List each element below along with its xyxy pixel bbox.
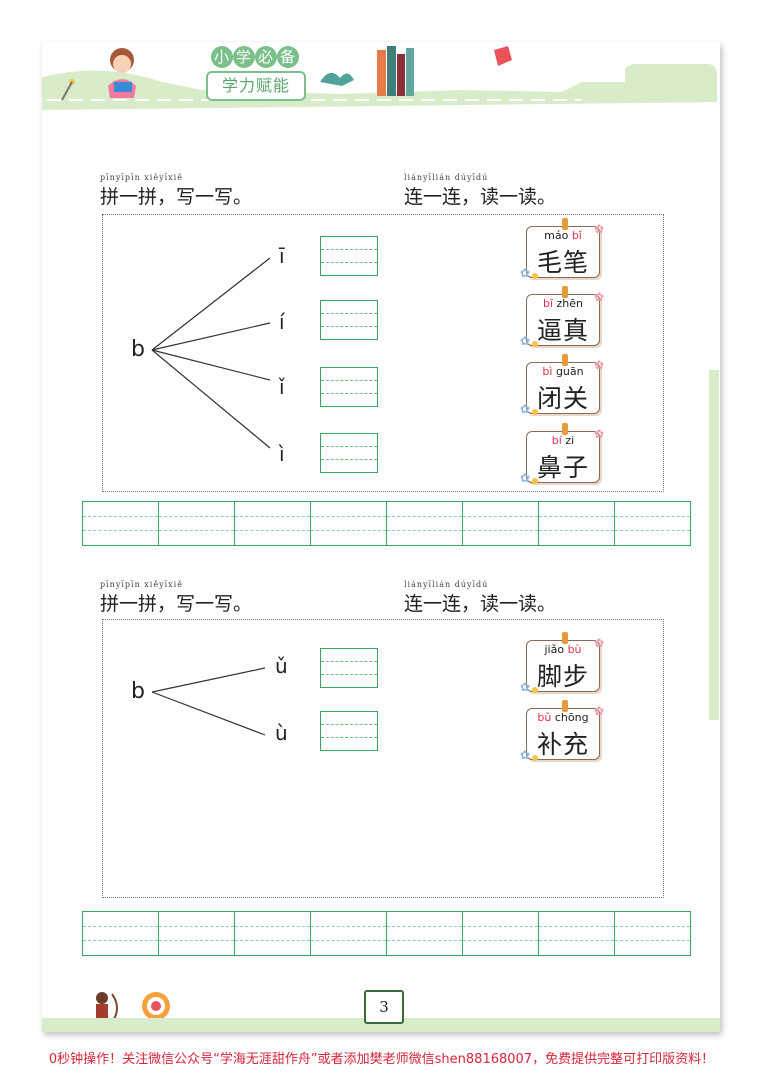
writing-grid-row[interactable]: [82, 911, 691, 956]
tone-5: ǔ: [275, 654, 288, 678]
write-box[interactable]: [320, 648, 378, 688]
section1-initial-b: b: [131, 337, 145, 362]
section2-left-pinyin: pīnyīpīn xiěyīxiě: [100, 580, 183, 589]
section1-right-title: 连一连，读一读。: [404, 186, 557, 208]
write-box[interactable]: [320, 433, 378, 473]
section1-exercise-box: [102, 214, 664, 492]
section1-left-title: 拼一拼，写一写。: [100, 186, 253, 208]
side-decoration: [709, 370, 719, 720]
write-box[interactable]: [320, 367, 378, 407]
tone-2: í: [279, 310, 285, 334]
tone-6: ù: [275, 721, 288, 745]
footer-band: [42, 1018, 720, 1032]
section2-left-title: 拼一拼，写一写。: [100, 593, 253, 615]
section2-exercise-box: [102, 619, 664, 898]
section1-right-pinyin: liányīlián dúyīdú: [404, 173, 489, 182]
footer-promo-text: 0秒钟操作！关注微信公众号“学海无涯甜作舟”或者添加樊老师微信shen88168…: [48, 1052, 715, 1067]
tone-1: ī: [279, 244, 285, 268]
section2-right-pinyin: liányīlián dúyīdú: [404, 580, 489, 589]
write-box[interactable]: [320, 711, 378, 751]
section1-left-pinyin: pīnyīpīn xiěyīxiě: [100, 173, 183, 182]
footer-archer-decoration: [96, 992, 170, 1031]
tone-4: ì: [279, 442, 285, 466]
worksheet-page: [42, 42, 720, 1032]
write-box[interactable]: [320, 300, 378, 340]
brand-top-label: 小学必备: [210, 45, 302, 69]
brand-bottom-label: 学力赋能: [206, 71, 306, 101]
tone-3: ǐ: [279, 375, 285, 399]
section2-right-title: 连一连，读一读。: [404, 593, 557, 615]
section2-initial-b: b: [131, 679, 145, 704]
page-number: 3: [364, 990, 404, 1024]
writing-grid-row[interactable]: [82, 501, 691, 546]
write-box[interactable]: [320, 236, 378, 276]
